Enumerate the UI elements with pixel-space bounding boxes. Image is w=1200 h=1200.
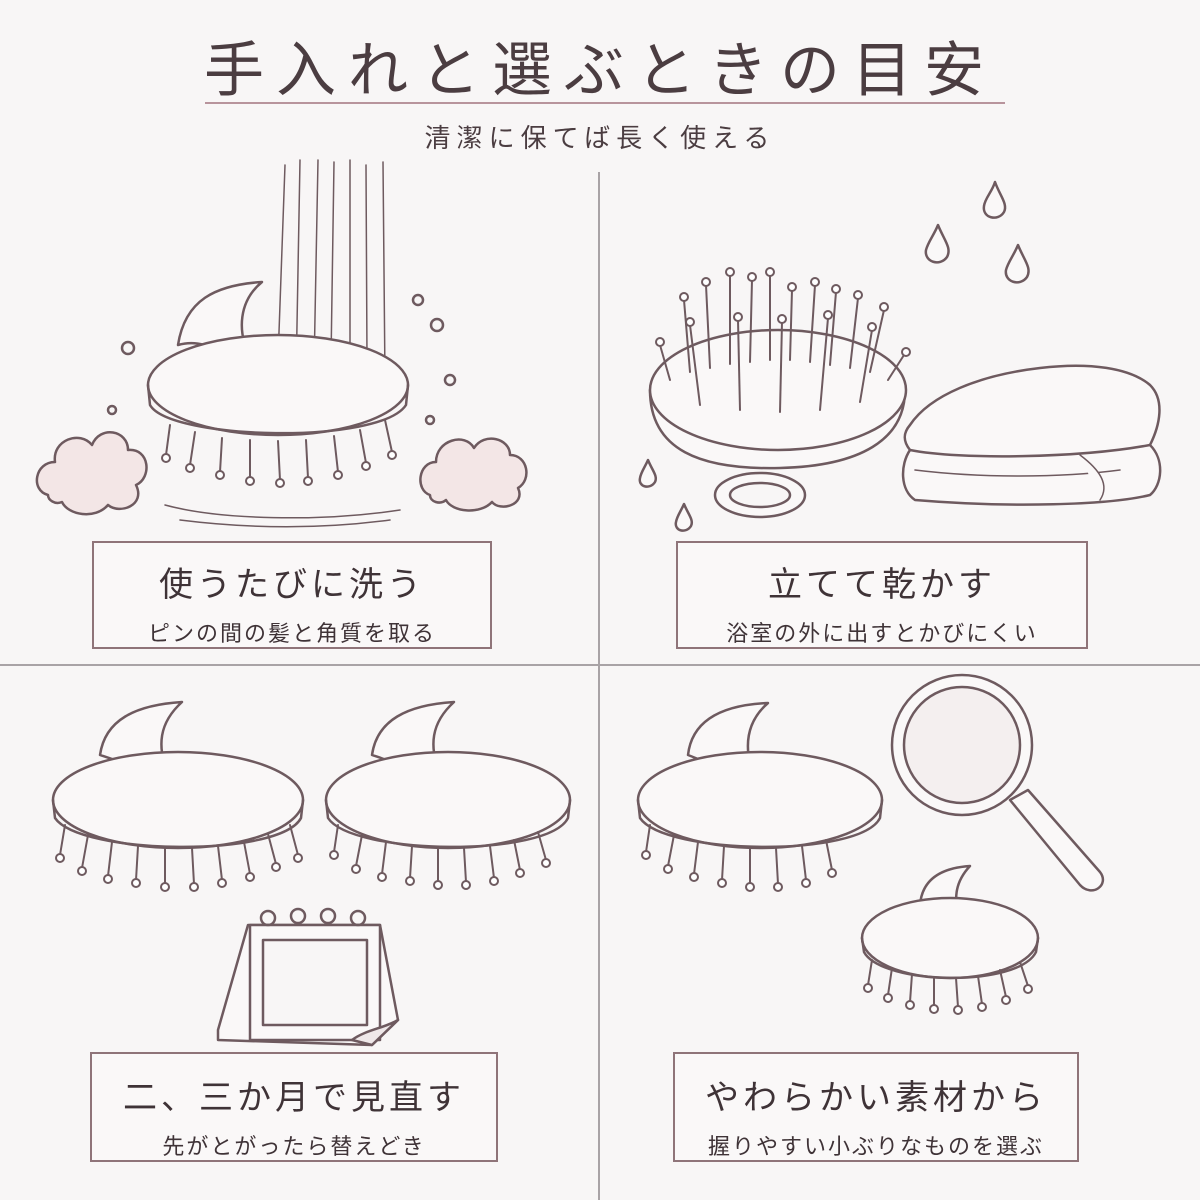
tip-subtitle: 浴室の外に出すとかびにくい bbox=[726, 622, 1038, 647]
foam-right-icon bbox=[419, 437, 528, 512]
tip-subtitle: ピンの間の髪と角質を取る bbox=[147, 622, 436, 647]
tip-card-replace: 二、三か月で見直す 先がとがったら替えどき bbox=[90, 1052, 498, 1162]
page-subtitle: 清潔に保てば長く使える bbox=[424, 124, 776, 154]
brush-left-icon bbox=[51, 700, 305, 850]
shower-water-icon bbox=[106, 159, 457, 426]
brush-large-icon bbox=[636, 701, 884, 850]
tip-card-dry: 立てて乾かす 浴室の外に出すとかびにくい bbox=[676, 541, 1088, 649]
towel-icon bbox=[901, 364, 1162, 506]
brush-shower-icon bbox=[146, 280, 410, 437]
brush-shower-pins bbox=[161, 419, 401, 528]
horizontal-divider bbox=[0, 664, 1200, 666]
tip-title: 使うたびに洗う bbox=[159, 565, 425, 605]
round-brush-icon bbox=[648, 328, 908, 519]
magnifier-icon bbox=[890, 673, 1105, 892]
brush-small-pins bbox=[863, 959, 1033, 1015]
calendar-icon bbox=[216, 907, 400, 1047]
brush-left-pins bbox=[55, 824, 303, 892]
foam-left-icon bbox=[35, 431, 148, 516]
title-divider bbox=[205, 102, 1005, 104]
tip-title: 二、三か月で見直す bbox=[123, 1078, 465, 1118]
tip-subtitle: 握りやすい小ぶりなものを選ぶ bbox=[707, 1135, 1044, 1160]
brush-right-pins bbox=[329, 824, 551, 890]
page-title: 手入れと選ぶときの目安 bbox=[204, 36, 996, 106]
brush-right-icon bbox=[324, 700, 572, 850]
tip-card-choose: やわらかい素材から 握りやすい小ぶりなものを選ぶ bbox=[673, 1052, 1079, 1162]
tip-title: やわらかい素材から bbox=[705, 1078, 1047, 1118]
vertical-divider bbox=[598, 172, 600, 1200]
water-drops-icon bbox=[638, 180, 1030, 532]
tip-subtitle: 先がとがったら替えどき bbox=[162, 1135, 426, 1160]
tip-title: 立てて乾かす bbox=[768, 565, 996, 605]
brush-large-pins bbox=[641, 824, 837, 892]
brush-small-icon bbox=[860, 864, 1040, 980]
tip-card-wash: 使うたびに洗う ピンの間の髪と角質を取る bbox=[92, 541, 492, 649]
round-brush-pins bbox=[655, 267, 911, 413]
